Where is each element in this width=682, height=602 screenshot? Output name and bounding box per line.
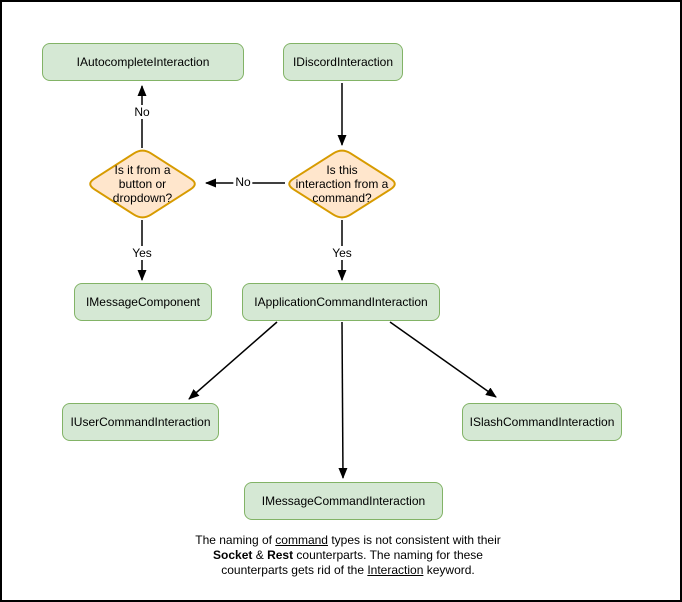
node-application-command-interaction: IApplicationCommandInteraction [242,283,440,321]
node-slash-command-interaction: ISlashCommandInteraction [462,403,622,441]
node-discord-interaction: IDiscordInteraction [283,43,403,81]
decision-label: Is it from a button or dropdown? [112,162,173,206]
edge-app-to-slash-command [389,321,497,398]
node-label: IAutocompleteInteraction [76,55,210,69]
note-line: Socket & Rest counterparts. The naming f… [213,548,483,562]
node-autocomplete-interaction: IAutocompleteInteraction [42,43,244,81]
node-label: ISlashCommandInteraction [469,415,615,429]
node-label: IUserCommandInteraction [70,415,211,429]
node-label: IMessageComponent [85,295,201,309]
node-message-component: IMessageComponent [74,283,212,321]
note-text: The naming of command types is not consi… [155,533,541,578]
decision-label: Is this interaction from a command? [295,162,389,206]
node-label: IApplicationCommandInteraction [254,295,428,309]
edge-label-yes-right: Yes [330,246,354,260]
node-label: IMessageCommandInteraction [261,494,426,508]
decision-button-or-dropdown: Is it from a button or dropdown? [86,148,199,220]
node-message-command-interaction: IMessageCommandInteraction [244,482,443,520]
edge-app-to-user-command [188,321,278,400]
node-label: IDiscordInteraction [292,55,394,69]
edge-label-no-top: No [132,105,152,119]
note-line: The naming of command types is not consi… [195,533,501,547]
decision-from-command: Is this interaction from a command? [285,148,399,220]
edge-app-to-message-command [338,321,348,479]
node-user-command-interaction: IUserCommandInteraction [62,403,219,441]
edge-label-no-mid: No [233,175,253,189]
edge-label-yes-left: Yes [130,246,154,260]
diamond-shape [89,149,196,219]
note-line: counterparts gets rid of the Interaction… [221,563,475,577]
diamond-shape [288,149,396,219]
